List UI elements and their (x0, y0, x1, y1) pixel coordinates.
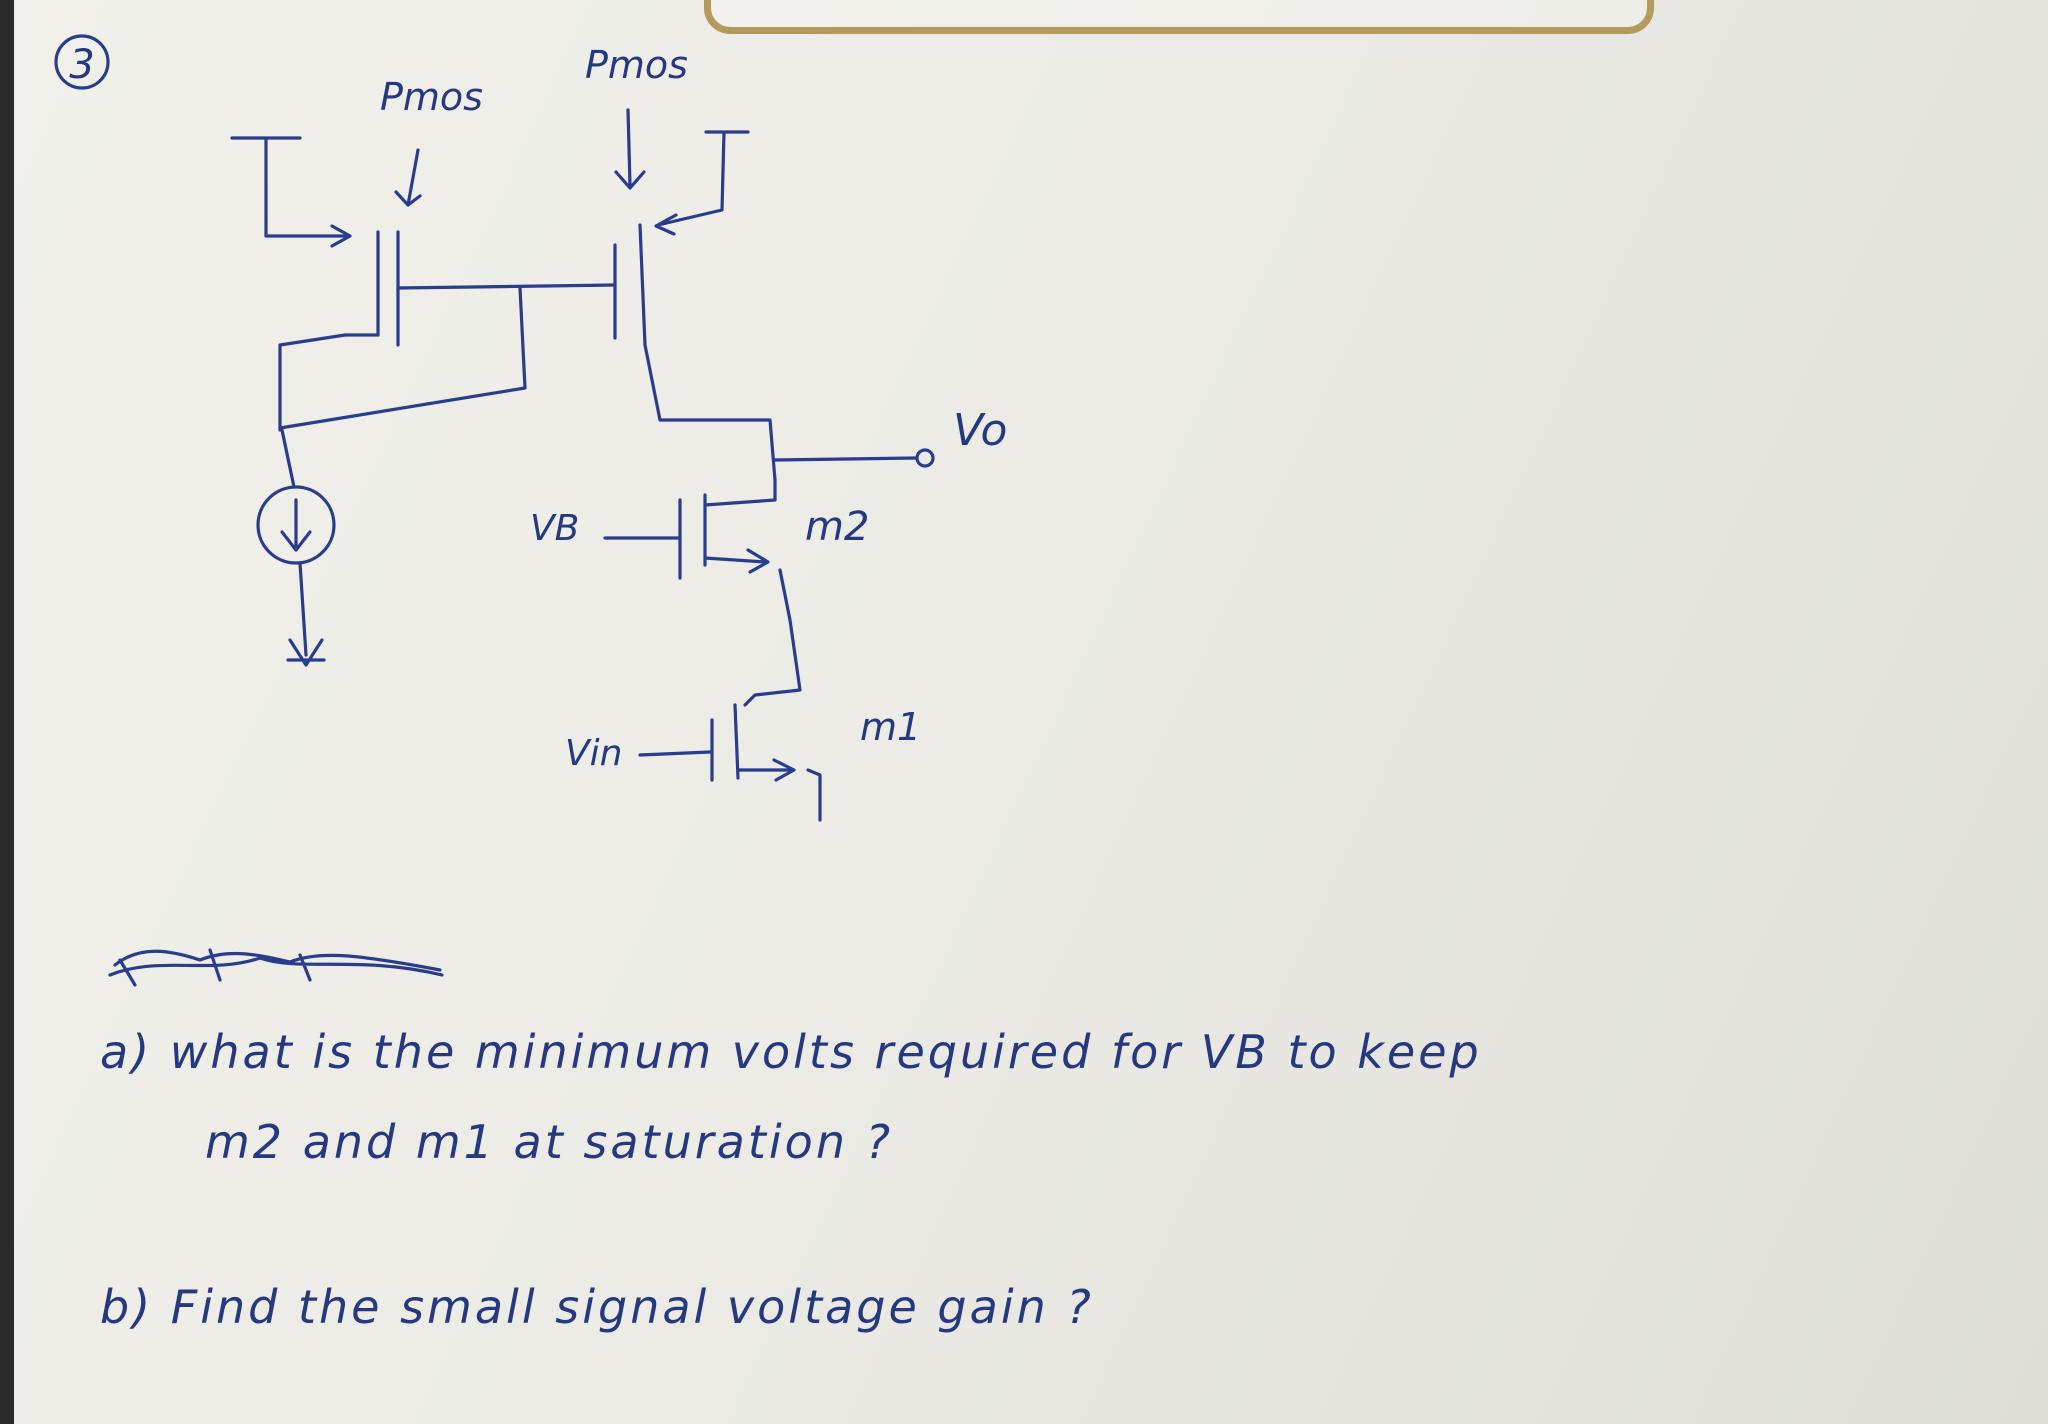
output-terminal (915, 448, 935, 468)
question-a-line1: a) what is the minimum volts required fo… (100, 1025, 1482, 1079)
pmos-left-pointer-arrow (394, 148, 422, 207)
question-b: b) Find the small signal voltage gain ? (100, 1280, 1094, 1334)
ground-icon (286, 561, 326, 667)
diode-connection-wire (278, 286, 527, 430)
problem-number: 3 (69, 42, 94, 88)
m1-source-arrow (736, 758, 796, 782)
current-source-circle (256, 485, 336, 565)
clipboard-clip (704, 0, 1654, 34)
output-wire (773, 456, 917, 462)
question-a-line2: m2 and m1 at saturation ? (205, 1115, 894, 1169)
m1-source-wire (806, 768, 822, 822)
left-pmos-source (230, 136, 352, 248)
vo-label: Vo (953, 405, 1007, 456)
m2-label: m2 (805, 504, 869, 550)
scribbled-out-text (108, 948, 444, 987)
vin-gate-wire (638, 750, 712, 757)
vb-label: VB (530, 508, 579, 549)
right-pmos-drain (643, 343, 777, 482)
problem-number-circle (54, 34, 110, 90)
paper-sheet (14, 0, 2048, 1424)
m2-drain (703, 478, 777, 507)
vin-label: Vin (565, 733, 622, 774)
m2-source-arrow (703, 548, 770, 574)
pmos-right-pointer-arrow (614, 108, 646, 190)
m1-channel (733, 703, 740, 780)
right-pmos-source (654, 130, 750, 236)
right-pmos-channel (638, 223, 647, 347)
current-source-top-wire (280, 428, 296, 489)
gate-connection-wire (396, 283, 617, 290)
pmos-left-label: Pmos (380, 75, 483, 119)
pmos-right-label: Pmos (585, 43, 688, 87)
m1-label: m1 (860, 705, 921, 749)
current-source-arrow-icon (280, 498, 312, 552)
m2-m1-wire (743, 568, 802, 707)
left-pmos-drain (278, 333, 380, 432)
